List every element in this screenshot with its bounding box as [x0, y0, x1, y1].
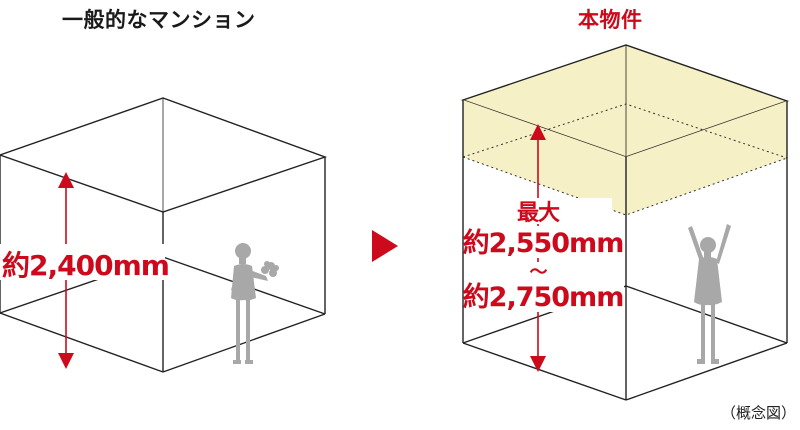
- height-label-standard: 約2,400mm: [2, 249, 169, 282]
- label-backdrop: [464, 226, 624, 258]
- this-property-room-cube: [460, 44, 790, 401]
- label-backdrop: [524, 262, 552, 280]
- cube-top-face: [0, 97, 328, 213]
- label-backdrop: [474, 198, 612, 224]
- height-label-max: 最大: [517, 201, 560, 226]
- height-label-max-value: 約2,750mm: [463, 281, 624, 313]
- play-arrow-icon: [372, 230, 398, 262]
- woman-arms-raised-icon: [688, 224, 731, 364]
- standard-room-cube: [0, 97, 328, 373]
- label-backdrop: [0, 244, 165, 280]
- standard-ceiling-dotted-front: [462, 156, 788, 216]
- height-label-min-value: 約2,550mm: [463, 227, 624, 259]
- concept-diagram-caption: （概念図）: [720, 404, 796, 422]
- title-this-property: 本物件: [578, 8, 643, 32]
- title-standard-condo: 一般的なマンション: [62, 8, 256, 32]
- height-label-range-mark: ～: [530, 262, 548, 283]
- woman-with-bouquet-icon: [231, 243, 279, 364]
- label-backdrop: [464, 280, 624, 312]
